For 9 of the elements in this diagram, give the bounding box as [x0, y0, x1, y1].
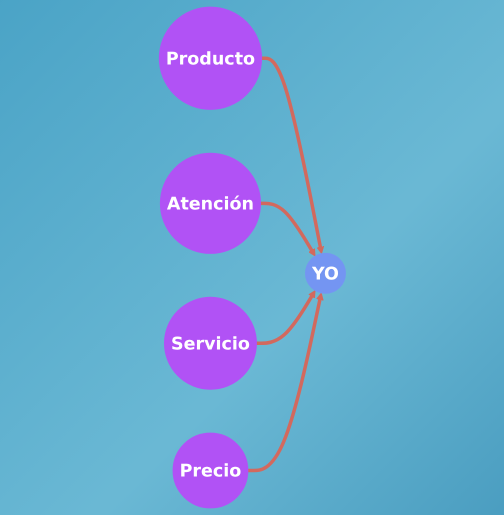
arrow: [248, 292, 324, 472]
node-circle: YO: [304, 252, 346, 294]
node-circle: Servicio: [164, 296, 257, 390]
node-circle: Producto: [158, 6, 262, 110]
arrow: [256, 290, 316, 346]
arrow: [261, 56, 324, 254]
arrow: [260, 202, 316, 256]
node-circle: Atención: [160, 152, 261, 254]
node-circle: Precio: [172, 432, 248, 508]
